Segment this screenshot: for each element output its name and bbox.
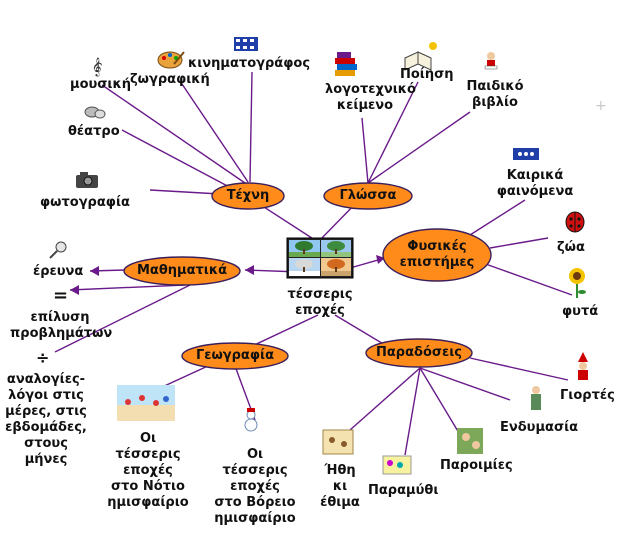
leaf-logotexniko-line1: λογοτεχνικό — [325, 82, 416, 97]
equals-symbol: = — [53, 285, 69, 306]
divide-symbol: ÷ — [36, 348, 50, 367]
center-label: τέσσερις εποχές — [285, 287, 355, 319]
leaf-voreio-line1: Οι — [246, 447, 264, 462]
leaf-kairika: Καιρικά φαινόμενα — [495, 168, 575, 200]
books-icon — [335, 52, 357, 76]
proverbs-icon — [457, 428, 483, 454]
leaf-zoa: ζώα — [557, 240, 585, 255]
node-fysikes-line2: επιστήμες — [399, 255, 475, 270]
leaf-voreio-line5: ημισφαίριο — [214, 511, 296, 526]
node-fysikes-line1: Φυσικές — [407, 239, 467, 254]
leaf-analogies-line3: μέρες, στις — [5, 404, 87, 419]
leaf-notio-line2: τέσσερις — [115, 447, 181, 462]
snowman-icon — [244, 408, 258, 432]
weather-icon — [513, 148, 539, 160]
santa-icon — [578, 352, 588, 380]
fairytale-icon — [382, 455, 412, 475]
node-paradoseis-shape — [365, 338, 473, 368]
leaf-analogies-line1: αναλογίες- — [6, 372, 86, 387]
open-book-icon — [404, 42, 437, 71]
leaf-erevna: έρευνα — [33, 264, 84, 279]
leaf-notio-line3: εποχές — [123, 463, 173, 478]
leaf-paidiko-line1: Παιδικό — [466, 79, 524, 94]
node-fysikes[interactable]: Φυσικές επιστήμες — [383, 239, 491, 271]
leaf-voreio-line3: εποχές — [230, 479, 280, 494]
node-texni[interactable]: Τέχνη — [226, 188, 270, 203]
center-label-line1: τέσσερις — [287, 287, 353, 302]
svg-text:♪: ♪ — [94, 60, 103, 76]
leaf-voreio-line4: στο Βόρειο — [214, 495, 296, 510]
node-geografia-shape — [181, 342, 289, 370]
leaf-kairika-line2: φαινόμενα — [496, 184, 574, 199]
node-mathimatika-shape — [123, 256, 241, 286]
leaf-analogies-line5: στους — [24, 436, 68, 451]
node-texni-shape — [211, 182, 285, 210]
ladybug-icon — [565, 211, 585, 233]
node-glossa-shape — [323, 182, 413, 210]
leaf-notio-line5: ημισφαίριο — [107, 495, 189, 510]
leaf-fotografia: φωτογραφία — [40, 195, 130, 210]
leaf-kairika-line1: Καιρικά — [506, 168, 564, 183]
node-mathimatika[interactable]: Μαθηματικά — [136, 263, 228, 278]
leaf-analogies-line6: μήνες — [24, 452, 68, 467]
theatre-masks-icon — [84, 106, 106, 119]
topic-ellipses — [123, 182, 492, 370]
traditions-icon — [322, 429, 354, 455]
sunflower-icon — [569, 268, 586, 298]
leaf-zografiki: ζωγραφική — [130, 72, 210, 87]
leaf-voreio: Οι τέσσερις εποχές στο Βόρειο ημισφαίριο — [205, 447, 305, 527]
leaf-logotexniko: λογοτεχνικό κείμενο — [325, 82, 416, 114]
leaf-analogies: αναλογίες- λόγοι στις μέρες, στις εβδομά… — [2, 372, 90, 468]
leaf-logotexniko-line2: κείμενο — [336, 98, 394, 113]
four-seasons-trees-icon — [286, 237, 354, 279]
node-glossa[interactable]: Γλώσσα — [339, 188, 397, 203]
leaf-fyta: φυτά — [562, 304, 599, 319]
music-note-icon: 𝄞 ♪ — [92, 57, 103, 77]
leaf-epilysi-line2: προβλημάτων — [10, 326, 113, 341]
summer-beach-icon — [117, 385, 175, 421]
node-paradoseis[interactable]: Παραδόσεις — [375, 345, 463, 360]
node-geografia[interactable]: Γεωγραφία — [195, 348, 275, 363]
connector-lines — [54, 71, 573, 456]
leaf-paroimies: Παροιμίες — [440, 458, 513, 473]
leaf-analogies-line2: λόγοι στις — [8, 388, 84, 403]
leaf-mousiki: μουσική — [70, 77, 131, 92]
camera-icon — [76, 172, 98, 188]
leaf-notio: Οι τέσσερις εποχές στο Νότιο ημισφαίριο — [100, 431, 196, 511]
leaf-ithi-line2: κι — [332, 479, 348, 494]
leaf-notio-line1: Οι — [139, 431, 157, 446]
leaf-paidiko: Παιδικό βιβλίο — [465, 79, 525, 111]
leaf-analogies-line4: εβδομάδες, — [5, 420, 87, 435]
center-label-line2: εποχές — [295, 303, 345, 318]
leaf-theatro: θέατρο — [68, 124, 120, 139]
leaf-ithi-line3: έθιμα — [320, 495, 360, 510]
leaf-poiisi: Ποίηση — [400, 67, 454, 82]
leaf-epilysi-line1: επίλυση — [30, 310, 90, 325]
film-strip-icon — [234, 37, 258, 51]
leaf-voreio-line2: τέσσερις — [222, 463, 288, 478]
leaf-endymasia: Ενδυμασία — [500, 420, 579, 435]
leaf-paramythi: Παραμύθι — [368, 483, 439, 498]
reading-child-icon — [484, 52, 498, 70]
leaf-notio-line4: στο Νότιο — [111, 479, 185, 494]
leaf-epilysi: επίλυση προβλημάτων — [10, 310, 113, 342]
plus-icon: + — [595, 98, 607, 114]
leaf-ithi-line1: Ήθη — [324, 463, 356, 478]
leaf-paidiko-line2: βιβλίο — [472, 95, 518, 110]
leaf-giortes: Γιορτές — [560, 388, 615, 403]
costume-icon — [531, 386, 541, 410]
node-fysikes-shape — [382, 228, 492, 282]
magnifier-icon — [49, 241, 67, 259]
svg-text:𝄞: 𝄞 — [92, 57, 101, 77]
leaf-ithi: Ήθη κι έθιμα — [318, 463, 362, 511]
leaf-kinimatografos: κινηματογράφος — [188, 56, 311, 71]
palette-icon — [157, 51, 185, 69]
